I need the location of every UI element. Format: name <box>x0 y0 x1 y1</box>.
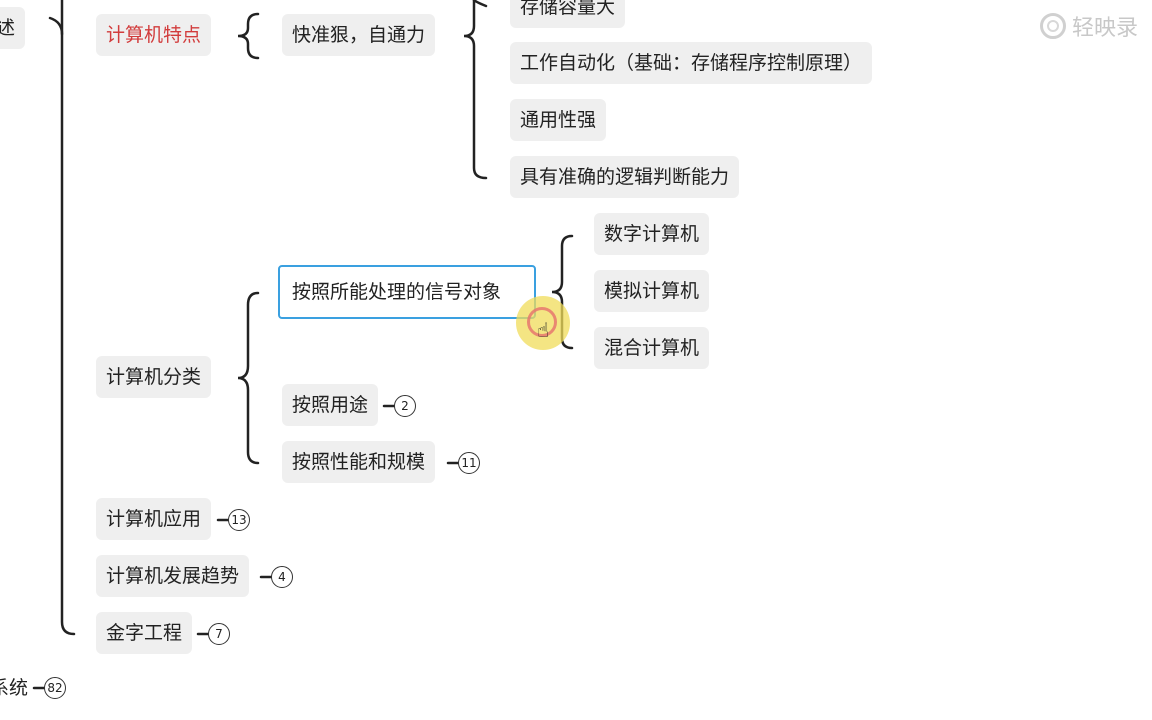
hand-cursor-icon: ☝ <box>537 318 550 342</box>
system-node-partial[interactable]: 系统 <box>0 667 38 709</box>
by-performance-node[interactable]: 按照性能和规模 <box>282 441 436 483</box>
logic-judgment-label: 具有准确的逻辑判断能力 <box>520 166 730 188</box>
system-node-label: 系统 <box>0 677 29 699</box>
classification-label: 计算机分类 <box>106 366 202 388</box>
by-performance-label: 按照性能和规模 <box>292 451 426 473</box>
by-purpose-label: 按照用途 <box>292 394 369 416</box>
general-purpose-node[interactable]: 通用性强 <box>510 99 607 141</box>
watermark-text: 轻映录 <box>1072 16 1139 41</box>
golden-project-node[interactable]: 金字工程 <box>96 612 193 654</box>
signal-brace <box>551 234 574 350</box>
main-brace <box>60 0 76 636</box>
classification-node[interactable]: 计算机分类 <box>96 356 212 398</box>
applications-label: 计算机应用 <box>106 508 202 530</box>
root-node-partial[interactable]: 述 <box>0 7 26 49</box>
logic-judgment-node[interactable]: 具有准确的逻辑判断能力 <box>510 156 740 198</box>
digital-computer-node[interactable]: 数字计算机 <box>594 213 710 255</box>
golden-project-label: 金字工程 <box>106 622 183 644</box>
hybrid-computer-node[interactable]: 混合计算机 <box>594 327 710 369</box>
trends-collapse-badge[interactable]: 4 <box>271 566 293 588</box>
by-signal-node[interactable]: 按照所能处理的信号对象 <box>278 265 536 319</box>
by-purpose-collapse-badge[interactable]: 2 <box>394 395 416 417</box>
applications-node[interactable]: 计算机应用 <box>96 498 212 540</box>
analog-computer-label: 模拟计算机 <box>604 280 700 302</box>
watermark-logo-icon <box>1040 13 1066 39</box>
golden-project-collapse-badge[interactable]: 7 <box>208 623 230 645</box>
automation-label: 工作自动化（基础：存储程序控制原理） <box>520 52 863 74</box>
classification-brace <box>237 291 260 465</box>
features-node[interactable]: 计算机特点 <box>96 14 212 56</box>
automation-node[interactable]: 工作自动化（基础：存储程序控制原理） <box>510 42 873 84</box>
digital-computer-label: 数字计算机 <box>604 223 700 245</box>
large-storage-label: 存储容量大 <box>520 0 616 18</box>
root-node-label: 述 <box>0 17 16 39</box>
trends-node[interactable]: 计算机发展趋势 <box>96 555 250 597</box>
features-brace <box>237 12 260 60</box>
large-storage-node[interactable]: 存储容量大 <box>510 0 626 28</box>
hybrid-computer-label: 混合计算机 <box>604 337 700 359</box>
by-performance-collapse-badge[interactable]: 11 <box>458 452 480 474</box>
fast-accurate-node[interactable]: 快准狠，自通力 <box>282 14 436 56</box>
features-label: 计算机特点 <box>106 24 202 46</box>
fast-accurate-label: 快准狠，自通力 <box>292 24 426 46</box>
fast-brace <box>463 0 488 180</box>
by-signal-label: 按照所能处理的信号对象 <box>292 281 502 303</box>
applications-collapse-badge[interactable]: 13 <box>228 509 250 531</box>
click-ring <box>527 307 557 337</box>
system-collapse-badge[interactable]: 82 <box>44 677 66 699</box>
general-purpose-label: 通用性强 <box>520 109 597 131</box>
analog-computer-node[interactable]: 模拟计算机 <box>594 270 710 312</box>
trends-label: 计算机发展趋势 <box>106 565 240 587</box>
by-purpose-node[interactable]: 按照用途 <box>282 384 379 426</box>
watermark: 轻映录 <box>1040 10 1138 42</box>
